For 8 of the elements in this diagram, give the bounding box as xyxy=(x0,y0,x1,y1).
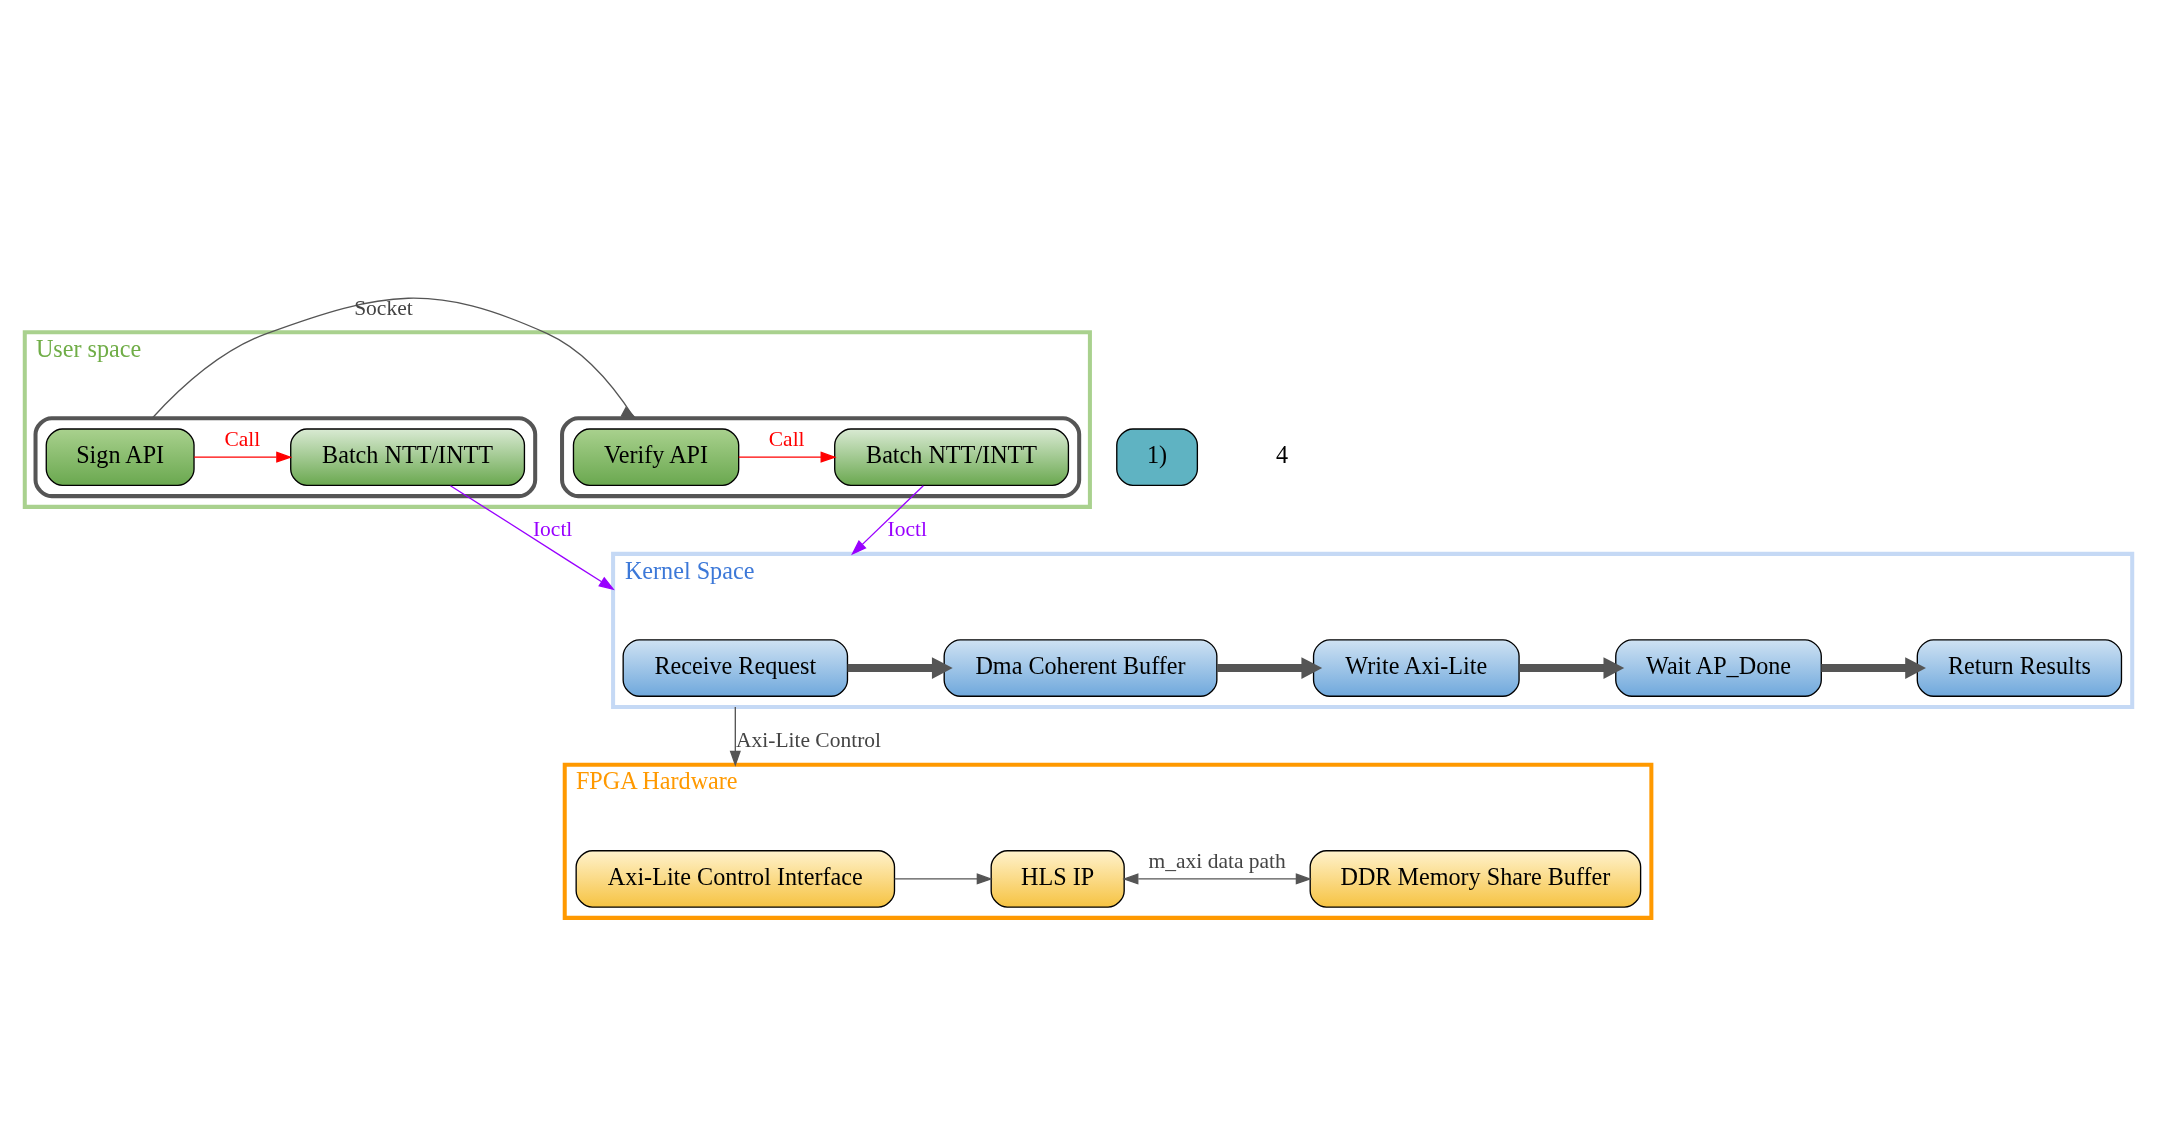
edge-label: m_axi data path xyxy=(1148,848,1286,873)
edge-label: Socket xyxy=(354,295,413,320)
edge-label: Call xyxy=(224,427,261,452)
edge-label: Call xyxy=(768,427,805,452)
label: 4 xyxy=(1275,441,1289,469)
edge-label: Ioctl xyxy=(887,517,927,542)
edge-label: Ioctl xyxy=(532,517,573,542)
edge-label: Axi-Lite Control xyxy=(736,728,882,753)
